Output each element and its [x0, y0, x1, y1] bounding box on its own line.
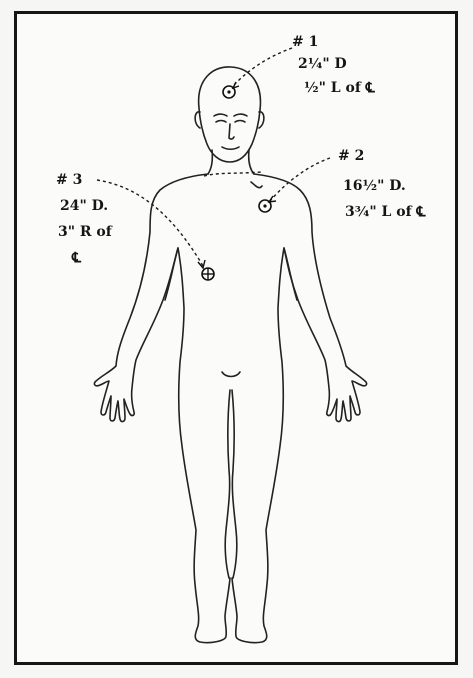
wound-3-number: # 3	[56, 172, 82, 188]
right-body-outline	[232, 174, 367, 643]
wound-3-line2: 3" R of	[58, 224, 113, 240]
neck-right	[249, 150, 254, 174]
wound-3-label: # 3 24" D. 3" R of ℄	[56, 172, 113, 266]
wound-1-line2: ½" L of ℄	[304, 80, 376, 96]
wound-1-label: # 1 2¼" D ½" L of ℄	[292, 34, 376, 96]
right-inner-arm	[284, 248, 297, 300]
human-figure	[94, 67, 366, 643]
wound-1-arrowhead	[233, 82, 239, 88]
wound-2-line2: 3¾" L of ℄	[345, 204, 426, 220]
head-outline	[199, 67, 261, 162]
wound-1-leader	[233, 48, 292, 86]
brows	[214, 114, 247, 116]
wound-1-number: # 1	[292, 34, 318, 50]
eyes	[216, 121, 245, 123]
torso-mark	[251, 182, 262, 188]
left-inner-arm	[165, 248, 178, 300]
wound-2-number: # 2	[338, 148, 364, 164]
wound-2-arrowhead	[269, 196, 276, 202]
wound-2-label: # 2 16½" D. 3¾" L of ℄	[338, 148, 426, 220]
wound-3-line3: ℄	[71, 250, 82, 266]
left-body-outline	[94, 174, 230, 643]
mouth	[222, 147, 239, 149]
wound-3-line1: 24" D.	[60, 198, 108, 214]
wound-1-line1: 2¼" D	[298, 56, 347, 72]
wound-2-line1: 16½" D.	[343, 178, 406, 194]
nose	[229, 124, 234, 139]
wound-3-marker	[202, 268, 214, 280]
neck-left	[208, 150, 212, 174]
groin	[222, 372, 240, 377]
inner-legs	[225, 390, 237, 578]
